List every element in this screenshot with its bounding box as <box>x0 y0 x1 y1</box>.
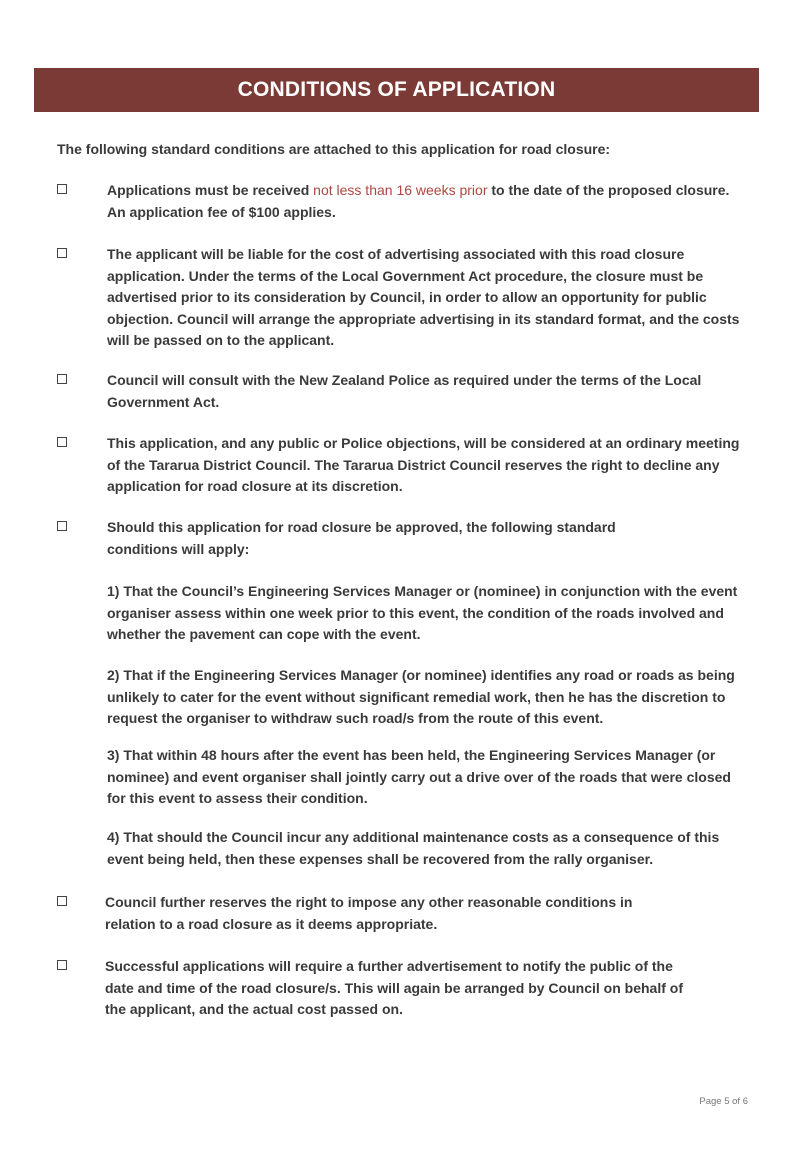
section-title: CONDITIONS OF APPLICATION <box>237 78 556 101</box>
condition-text: Council will consult with the New Zealan… <box>107 372 702 410</box>
condition-text: Applications must be received not less t… <box>107 182 730 220</box>
sub-condition: 1) That the Council’s Engineering Servic… <box>107 583 738 642</box>
sub-condition: 2) That if the Engineering Services Mana… <box>107 667 735 726</box>
checkbox[interactable] <box>57 896 67 906</box>
sub-condition: 4) That should the Council incur any add… <box>107 829 720 867</box>
checkbox[interactable] <box>57 184 67 194</box>
condition-text: The applicant will be liable for the cos… <box>107 246 740 348</box>
condition-text: Successful applications will require a f… <box>105 958 683 1017</box>
condition-text: Council further reserves the right to im… <box>105 894 633 932</box>
sub-condition: 3) That within 48 hours after the event … <box>107 747 731 806</box>
checkbox[interactable] <box>57 437 67 447</box>
condition-text: This application, and any public or Poli… <box>107 435 740 494</box>
highlighted-text: not less than 16 weeks prior <box>313 182 488 198</box>
checkbox[interactable] <box>57 960 67 970</box>
checkbox[interactable] <box>57 248 67 258</box>
checkbox[interactable] <box>57 521 67 531</box>
intro-text: The following standard conditions are at… <box>57 141 611 157</box>
section-header-banner: CONDITIONS OF APPLICATION <box>34 68 759 112</box>
checkbox[interactable] <box>57 374 67 384</box>
page-number: Page 5 of 6 <box>699 1096 748 1107</box>
condition-text: Should this application for road closure… <box>107 519 616 557</box>
